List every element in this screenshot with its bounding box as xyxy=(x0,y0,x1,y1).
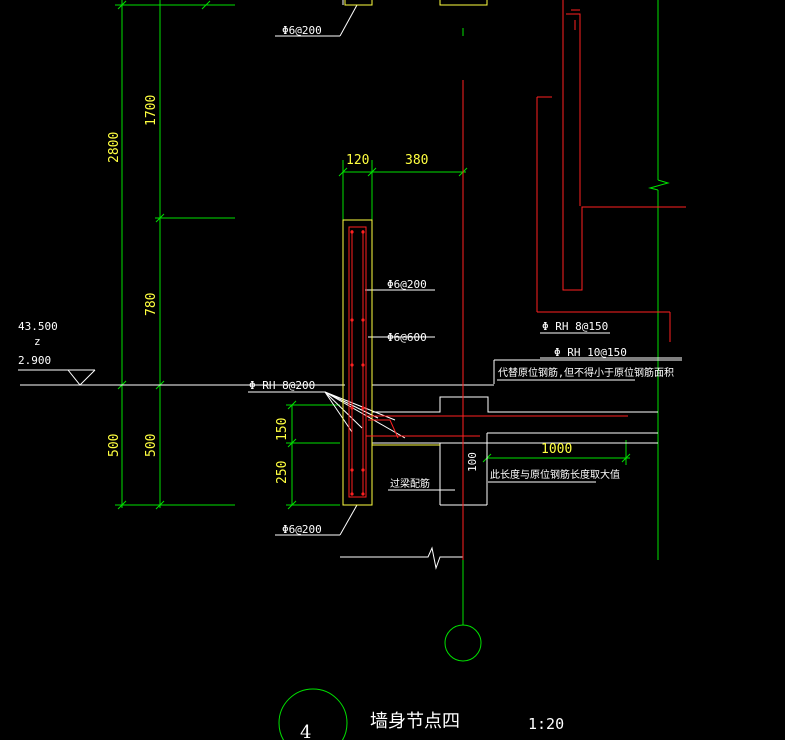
elevation-top: 43.500 xyxy=(18,320,58,333)
red-rebar xyxy=(348,0,686,560)
dim-150: 150 xyxy=(275,418,290,441)
dim-1000: 1000 xyxy=(541,442,572,457)
rebar-top-stirrup: Φ6@200 xyxy=(282,24,322,37)
rebar-labels: Φ6@200 Φ6@200 Φ6@600 Φ RH 8@200 Φ RH 8@1… xyxy=(249,24,627,536)
dim-500-outer: 500 xyxy=(107,434,122,457)
yellow-wall xyxy=(342,0,488,506)
note-length: 此长度与原位钢筋长度取大值 xyxy=(490,468,620,481)
dim-120: 120 xyxy=(346,153,369,168)
rebar-stirrup-200: Φ6@200 xyxy=(387,278,427,291)
dim-780: 780 xyxy=(144,293,159,316)
title-block: 4 墙身节点四 1:20 xyxy=(300,711,564,740)
elevation-mid: z xyxy=(34,335,41,348)
dim-100: 100 xyxy=(466,452,479,472)
detail-title: 墙身节点四 xyxy=(370,711,460,732)
dim-250: 250 xyxy=(275,461,290,484)
rebar-stirrup-600: Φ6@600 xyxy=(387,331,427,344)
note-replace-rebar: 代替原位钢筋,但不得小于原位钢筋面积 xyxy=(498,366,674,379)
rebar-rh8-150: Φ RH 8@150 xyxy=(542,320,608,333)
rebar-rh8-200: Φ RH 8@200 xyxy=(249,379,315,392)
dim-2800: 2800 xyxy=(107,132,122,163)
green-dimension-lines xyxy=(115,0,670,740)
elevation-bottom: 2.900 xyxy=(18,354,51,367)
rebar-rh10-150: Φ RH 10@150 xyxy=(554,346,627,359)
dim-500-inner: 500 xyxy=(144,434,159,457)
detail-number: 4 xyxy=(300,722,311,740)
elevation-text: 43.500 z 2.900 xyxy=(18,320,58,367)
dim-380: 380 xyxy=(405,153,428,168)
dim-1700: 1700 xyxy=(144,95,159,126)
rebar-bottom-stirrup: Φ6@200 xyxy=(282,523,322,536)
detail-scale: 1:20 xyxy=(528,715,564,733)
notes: 代替原位钢筋,但不得小于原位钢筋面积 过梁配筋 此长度与原位钢筋长度取大值 xyxy=(390,366,674,490)
dimension-text: 2800 1700 780 500 500 120 380 150 250 10… xyxy=(107,95,572,484)
note-beam-rebar: 过梁配筋 xyxy=(390,477,430,490)
rebar-dots xyxy=(350,230,365,496)
